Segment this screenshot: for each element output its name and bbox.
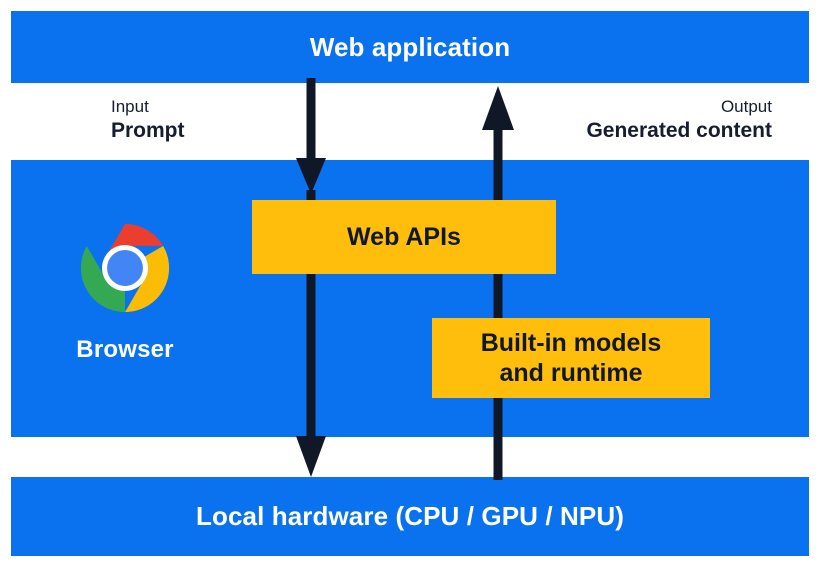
annotation-input: Input Prompt <box>111 97 185 144</box>
annotation-output: Output Generated content <box>586 97 772 144</box>
annotation-input-value: Prompt <box>111 119 185 143</box>
box-built-in-models-label: Built-in models and runtime <box>480 328 662 388</box>
annotation-input-kicker: Input <box>111 97 149 116</box>
browser-label: Browser <box>76 336 174 363</box>
box-built-in-models: Built-in models and runtime <box>432 318 710 398</box>
band-web-application-label: Web application <box>309 31 511 62</box>
annotation-output-value: Generated content <box>586 119 772 143</box>
band-local-hardware: Local hardware (CPU / GPU / NPU) <box>11 477 809 556</box>
annotation-output-kicker: Output <box>720 97 772 116</box>
browser-group: Browser <box>49 222 201 364</box>
box-web-apis: Web APIs <box>252 200 556 274</box>
chrome-logo-icon <box>80 223 170 313</box>
box-web-apis-label: Web APIs <box>347 222 461 251</box>
band-web-application: Web application <box>11 11 809 83</box>
band-local-hardware-label: Local hardware (CPU / GPU / NPU) <box>196 501 624 532</box>
